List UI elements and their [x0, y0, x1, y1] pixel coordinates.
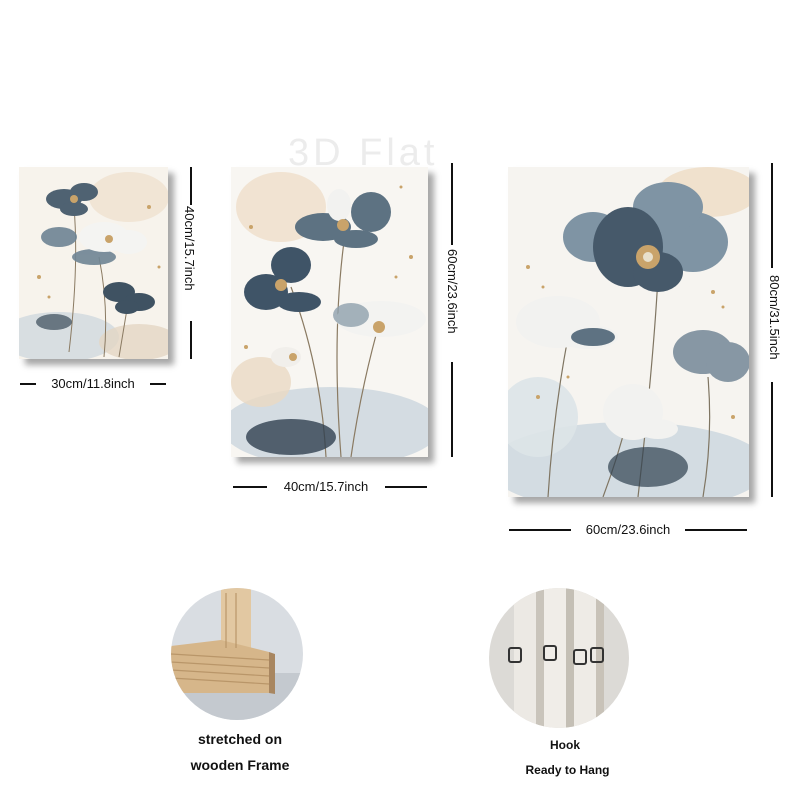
height-label-medium: 60cm/23.6inch	[445, 249, 460, 334]
wooden-frame-detail-image	[171, 588, 303, 720]
width-dimension-line-small-left	[20, 383, 36, 385]
width-dimension-line-medium-right	[385, 486, 427, 488]
width-label-small: 30cm/11.8inch	[51, 376, 135, 391]
frame-caption-line1: stretched on	[197, 731, 282, 747]
canvas-print-small	[19, 167, 168, 359]
height-dimension-line-small-top	[190, 167, 192, 205]
hook-caption-line1: Hook	[550, 738, 580, 752]
canvas-print-large	[508, 167, 749, 497]
height-dimension-line-medium-bottom	[451, 362, 453, 457]
height-label-small: 40cm/15.7inch	[182, 206, 197, 291]
floral-artwork-medium	[231, 167, 428, 457]
hook-caption-line2: Ready to Hang	[525, 763, 610, 777]
width-dimension-line-medium-left	[233, 486, 267, 488]
floral-artwork-large	[508, 167, 749, 497]
width-label-large: 60cm/23.6inch	[585, 522, 671, 537]
frame-caption-line2: wooden Frame	[190, 757, 290, 773]
width-dimension-line-large-right	[685, 529, 747, 531]
hook-detail-image	[489, 588, 629, 728]
height-dimension-line-medium-top	[451, 163, 453, 245]
height-dimension-line-large-top	[771, 163, 773, 268]
floral-artwork-small	[19, 167, 168, 359]
width-label-medium: 40cm/15.7inch	[283, 479, 369, 494]
height-label-large: 80cm/31.5inch	[767, 275, 782, 360]
width-dimension-line-large-left	[509, 529, 571, 531]
height-dimension-line-small-bottom	[190, 321, 192, 359]
canvas-print-medium	[231, 167, 428, 457]
width-dimension-line-small-right	[150, 383, 166, 385]
height-dimension-line-large-bottom	[771, 382, 773, 497]
